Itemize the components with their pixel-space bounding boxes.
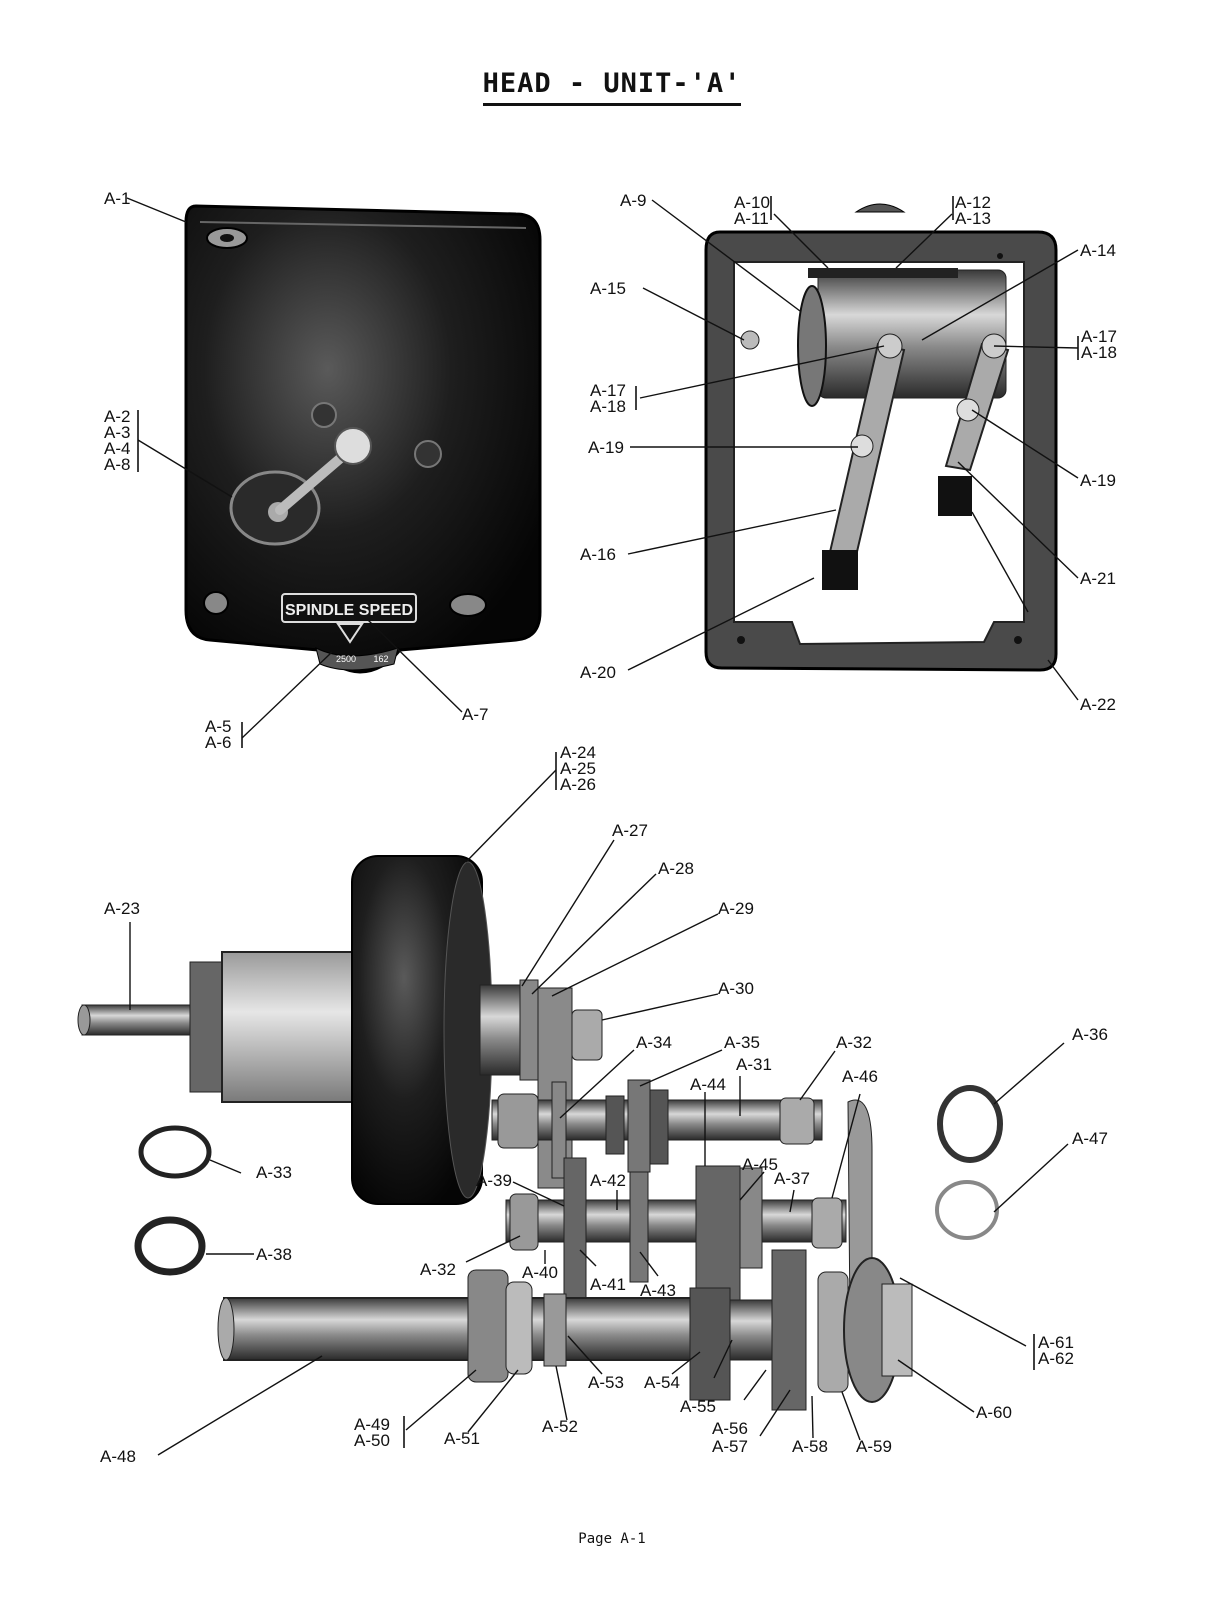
callout-labels: A-1 A-2 A-3 A-4 A-8 A-5 A-6 A-7 A-9 A-10… <box>100 189 1117 1466</box>
callout-label: A-1 <box>104 189 130 208</box>
callout-label: A-34 <box>636 1033 672 1052</box>
dial-speed-value: 2500 <box>336 654 356 664</box>
callout-label: A-52 <box>542 1417 578 1436</box>
page-title: HEAD - UNIT-'A' <box>0 68 1224 106</box>
callout-label: A-62 <box>1038 1349 1074 1368</box>
callout-label: A-27 <box>612 821 648 840</box>
callout-label: A-61 <box>1038 1333 1074 1352</box>
callout-label: A-8 <box>104 455 130 474</box>
callout-label: A-41 <box>590 1275 626 1294</box>
callout-label: A-44 <box>690 1075 726 1094</box>
callout-label: A-25 <box>560 759 596 778</box>
spindle-speed-badge-text: SPINDLE SPEED <box>285 602 413 619</box>
callout-label: A-56 <box>712 1419 748 1438</box>
callout-label: A-4 <box>104 439 130 458</box>
callout-label: A-51 <box>444 1429 480 1448</box>
callout-label: A-55 <box>680 1397 716 1416</box>
callout-leaders <box>126 196 1079 1456</box>
head-cover-photo: SPINDLE SPEED 2500 162 <box>184 204 542 674</box>
callout-label: A-6 <box>205 733 231 752</box>
callout-label: A-57 <box>712 1437 748 1456</box>
callout-label: A-5 <box>205 717 231 736</box>
callout-label: A-2 <box>104 407 130 426</box>
callout-label: A-49 <box>354 1415 390 1434</box>
callout-label: A-12 <box>955 193 991 212</box>
callout-label: A-3 <box>104 423 130 442</box>
callout-label: A-40 <box>522 1263 558 1282</box>
callout-label: A-30 <box>718 979 754 998</box>
callout-label: A-33 <box>256 1163 292 1182</box>
callout-label: A-24 <box>560 743 596 762</box>
callout-label: A-32 <box>836 1033 872 1052</box>
callout-label: A-29 <box>718 899 754 918</box>
callout-label: A-28 <box>658 859 694 878</box>
callout-label: A-14 <box>1080 241 1116 260</box>
cover-interior-photo <box>704 203 1058 672</box>
callout-label: A-9 <box>620 191 646 210</box>
spindle-shaft-assembly-photo <box>77 855 1003 1411</box>
dial-speed-value: 162 <box>373 654 388 664</box>
callout-label: A-39 <box>476 1171 512 1190</box>
callout-label: A-18 <box>590 397 626 416</box>
callout-label: A-32 <box>420 1260 456 1279</box>
callout-label: A-16 <box>580 545 616 564</box>
callout-label: A-37 <box>774 1169 810 1188</box>
callout-label: A-13 <box>955 209 991 228</box>
callout-label: A-11 <box>734 209 769 228</box>
callout-label: A-17 <box>590 381 626 400</box>
callout-label: A-17 <box>1081 327 1117 346</box>
callout-label: A-20 <box>580 663 616 682</box>
callout-label: A-23 <box>104 899 140 918</box>
callout-label: A-60 <box>976 1403 1012 1422</box>
callout-label: A-58 <box>792 1437 828 1456</box>
callout-label: A-7 <box>462 705 488 724</box>
callout-label: A-10 <box>734 193 770 212</box>
page-number: Page A-1 <box>578 1531 646 1547</box>
callout-label: A-43 <box>640 1281 676 1300</box>
callout-label: A-50 <box>354 1431 390 1450</box>
callout-label: A-15 <box>590 279 626 298</box>
callout-label: A-53 <box>588 1373 624 1392</box>
callout-label: A-35 <box>724 1033 760 1052</box>
callout-label: A-47 <box>1072 1129 1108 1148</box>
callout-label: A-46 <box>842 1067 878 1086</box>
callout-label: A-54 <box>644 1373 680 1392</box>
callout-label: A-19 <box>1080 471 1116 490</box>
callout-label: A-38 <box>256 1245 292 1264</box>
callout-label: A-21 <box>1080 569 1116 588</box>
spindle-speed-badge <box>281 593 417 623</box>
callout-label: A-31 <box>736 1055 772 1074</box>
callout-label: A-59 <box>856 1437 892 1456</box>
callout-label: A-18 <box>1081 343 1117 362</box>
callout-label: A-22 <box>1080 695 1116 714</box>
callout-label: A-42 <box>590 1171 626 1190</box>
callout-label: A-19 <box>588 438 624 457</box>
callout-label: A-48 <box>100 1447 136 1466</box>
callout-label: A-26 <box>560 775 596 794</box>
callout-label: A-45 <box>742 1155 778 1174</box>
callout-label: A-36 <box>1072 1025 1108 1044</box>
